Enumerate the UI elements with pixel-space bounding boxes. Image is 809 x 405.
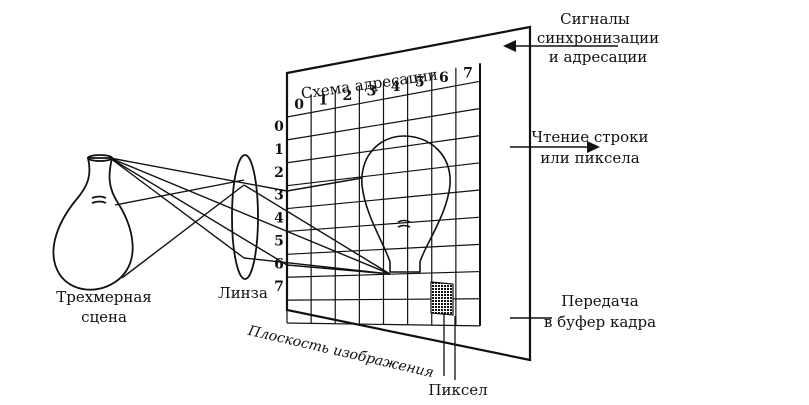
grid-row-line xyxy=(286,322,481,327)
pixel-label: Пиксел xyxy=(428,381,487,399)
row-number: 0 xyxy=(274,119,284,135)
column-number: 0 xyxy=(294,97,304,113)
bulb-image xyxy=(361,135,451,273)
column-number: 4 xyxy=(391,79,401,95)
grid-row-line xyxy=(286,243,481,255)
row-numbers: 0 1 2 3 4 5 6 7 xyxy=(274,119,284,295)
grid-row-line xyxy=(286,216,481,233)
sync-label-line3: и адресации xyxy=(549,48,647,66)
scene-label-line2: сцена xyxy=(81,308,127,326)
scene-label-line1: Трехмерная xyxy=(56,288,152,306)
grid-row-line xyxy=(286,189,481,210)
scene-bulb xyxy=(52,154,134,291)
grid-row-line xyxy=(286,270,481,278)
row-number: 4 xyxy=(274,211,284,227)
row-number: 3 xyxy=(274,188,284,204)
grid-row-line xyxy=(286,80,481,118)
read-label-line1: Чтение строки xyxy=(531,128,648,146)
projection-rays xyxy=(109,157,391,279)
column-number: 1 xyxy=(318,92,328,108)
column-number: 6 xyxy=(439,70,449,86)
sync-arrow xyxy=(503,40,618,52)
row-number: 2 xyxy=(274,165,284,181)
sync-label-line1: Сигналы xyxy=(560,10,630,28)
transfer-label-line1: Передача xyxy=(561,292,639,310)
read-label-line2: или пиксела xyxy=(540,149,639,167)
row-number: 1 xyxy=(274,142,284,158)
row-number: 6 xyxy=(274,256,284,272)
column-number: 5 xyxy=(415,74,425,90)
column-number: 2 xyxy=(342,88,352,104)
row-number: 7 xyxy=(274,279,284,295)
image-plane-label: Плоскость изображения xyxy=(246,323,436,382)
read-arrow xyxy=(510,141,600,153)
grid-row-line xyxy=(286,107,481,141)
column-number: 7 xyxy=(463,66,473,82)
transfer-label-line2: в буфер кадра xyxy=(544,313,656,331)
lens-label: Линза xyxy=(218,284,268,302)
column-number: 3 xyxy=(367,83,377,99)
grid-row-line xyxy=(286,135,481,164)
row-number: 5 xyxy=(274,233,284,249)
pixel-cell xyxy=(430,281,454,316)
lens-shape xyxy=(231,154,259,280)
sync-label-line2: синхронизации xyxy=(537,29,659,47)
